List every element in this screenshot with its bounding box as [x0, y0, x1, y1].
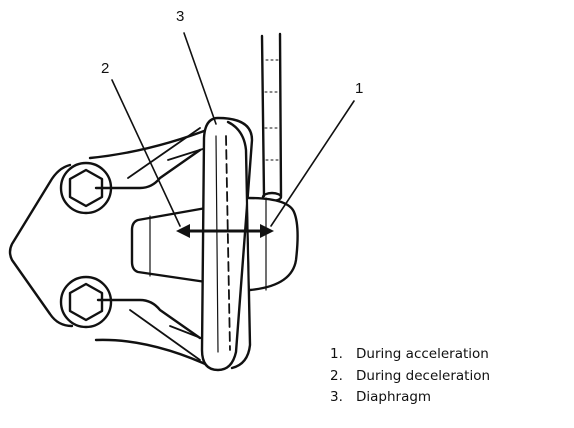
upper-bolt	[59, 161, 113, 215]
legend-item: 1. During acceleration	[322, 344, 490, 366]
legend-label: During acceleration	[356, 346, 489, 362]
leader-line-1	[270, 100, 355, 227]
legend-label: Diaphragm	[356, 389, 432, 405]
legend: 1. During acceleration 2. During decelerat…	[322, 344, 490, 409]
legend-label: During deceleration	[356, 367, 491, 384]
legend-number: 1.	[330, 346, 343, 362]
vacuum-chamber	[246, 196, 299, 292]
movement-arrow	[176, 224, 274, 238]
callout-number-2: 2	[101, 60, 110, 77]
diaphragm-stem	[130, 206, 208, 284]
diaphragm-housing	[200, 116, 254, 372]
mounting-bracket	[8, 126, 216, 370]
legend-item: 3. Diaphragm	[322, 387, 490, 409]
legend-number: 3.	[330, 389, 343, 405]
legend-number: 2.	[330, 367, 343, 384]
legend-item: 2. During deceleration	[322, 366, 490, 388]
leader-line-3	[183, 32, 217, 125]
callout-number-3: 3	[176, 8, 185, 25]
vacuum-hose	[260, 32, 283, 203]
lower-bolt	[59, 275, 113, 329]
callout-number-1: 1	[355, 80, 364, 97]
leader-line-2	[111, 79, 181, 227]
